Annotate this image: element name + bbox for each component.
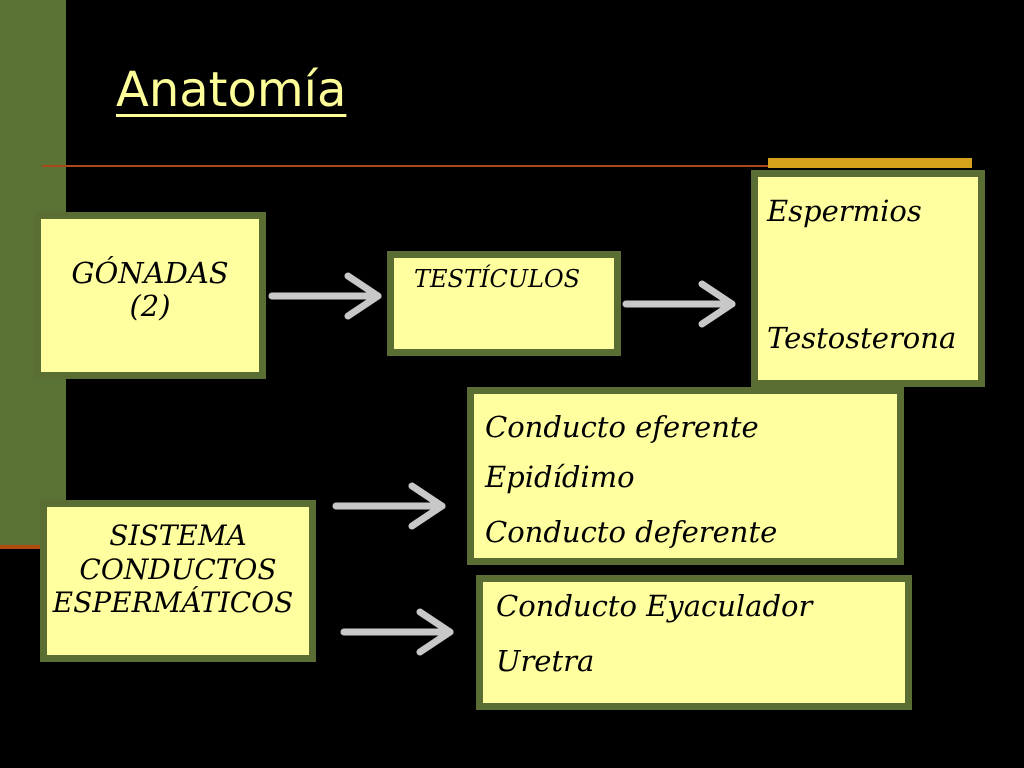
eyaculador-box: Conducto Eyaculador Uretra (476, 575, 912, 710)
conducto-eyaculador: Conducto Eyaculador (496, 589, 813, 623)
conducto-eferente: Conducto eferente (485, 410, 759, 444)
gonadas-box: GÓNADAS (2) (34, 212, 266, 379)
gonadas-label: GÓNADAS (71, 256, 229, 290)
arrow-right-icon (340, 608, 454, 656)
products-box: Espermios Testosterona (751, 170, 985, 387)
gonadas-count: (2) (129, 289, 171, 324)
uretra: Uretra (496, 644, 595, 679)
sidebar-accent-line (0, 545, 66, 549)
conductos-box: Conducto eferente Epidídimo Conducto def… (467, 387, 904, 565)
product-testosterona: Testosterona (767, 321, 957, 356)
accent-bar (768, 158, 972, 168)
title-divider (42, 165, 822, 167)
arrow-right-icon (332, 482, 446, 530)
epididimo: Epidídimo (485, 460, 635, 494)
sistema-label-line2: CONDUCTOS (79, 552, 277, 586)
testiculos-box: TESTÍCULOS (387, 251, 621, 356)
slide-title: Anatomía (116, 62, 347, 118)
arrow-right-icon (622, 280, 736, 328)
sistema-label-line3: ESPERMÁTICOS (52, 586, 294, 620)
product-espermios: Espermios (767, 194, 922, 228)
sistema-conductos-box: SISTEMA CONDUCTOS ESPERMÁTICOS (40, 500, 316, 662)
arrow-right-icon (268, 272, 382, 320)
sistema-label-line1: SISTEMA (109, 519, 247, 552)
conducto-deferente: Conducto deferente (485, 515, 778, 549)
testiculos-label: TESTÍCULOS (414, 265, 581, 293)
